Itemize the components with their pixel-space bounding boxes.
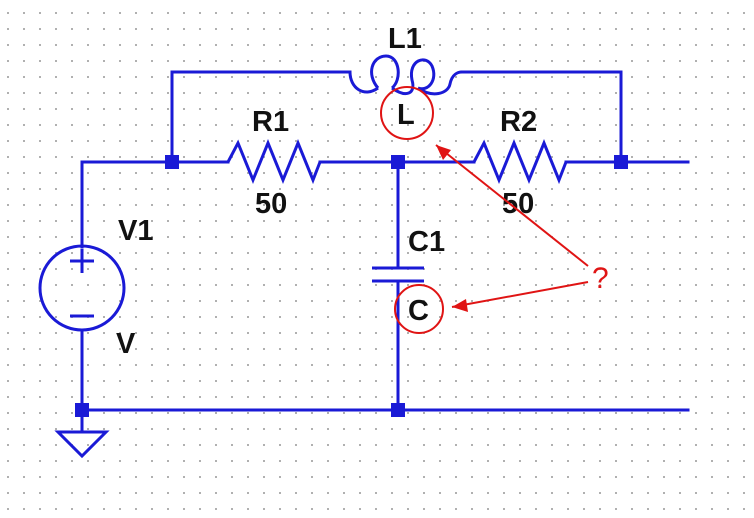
r2-value-label: 50 — [502, 188, 534, 220]
node-left-bottom — [75, 403, 89, 417]
annotation-circle-l — [380, 86, 434, 140]
inductor-value-label: L — [397, 99, 415, 131]
wires — [80, 70, 690, 434]
resistor-r2[interactable]: R2 50 — [472, 106, 568, 220]
source-name-label: V1 — [118, 215, 153, 247]
r2-name-label: R2 — [500, 106, 537, 138]
capacitor-value-label: C — [408, 295, 429, 327]
wire-top-loop-right — [460, 70, 623, 164]
capacitor-c1[interactable]: C1 C — [372, 226, 445, 327]
annotation-arrow-to-c — [451, 281, 589, 308]
resistor-r1[interactable]: R1 50 — [226, 106, 322, 220]
arrowhead-to-l — [436, 145, 451, 160]
voltage-source-v1[interactable]: V1 V — [38, 215, 153, 360]
node-right-top — [614, 155, 628, 169]
inductor-name-label: L1 — [388, 23, 422, 55]
r1-value-label: 50 — [255, 188, 287, 220]
junction-nodes — [75, 155, 628, 417]
r1-name-label: R1 — [252, 106, 289, 138]
question-mark: ? — [592, 262, 609, 295]
annotations: ? — [380, 86, 609, 334]
node-mid-top — [391, 155, 405, 169]
wire-left-upper — [80, 160, 230, 249]
annotation-circle-c — [394, 284, 444, 334]
arrowhead-to-c — [452, 299, 468, 312]
capacitor-name-label: C1 — [408, 226, 445, 258]
wire-top-loop — [170, 70, 352, 164]
node-left-top — [165, 155, 179, 169]
annotation-arrow-to-l — [435, 144, 589, 267]
inductor-l1[interactable]: L1 L — [348, 23, 463, 131]
source-value-label: V — [116, 328, 136, 360]
node-mid-bottom — [391, 403, 405, 417]
